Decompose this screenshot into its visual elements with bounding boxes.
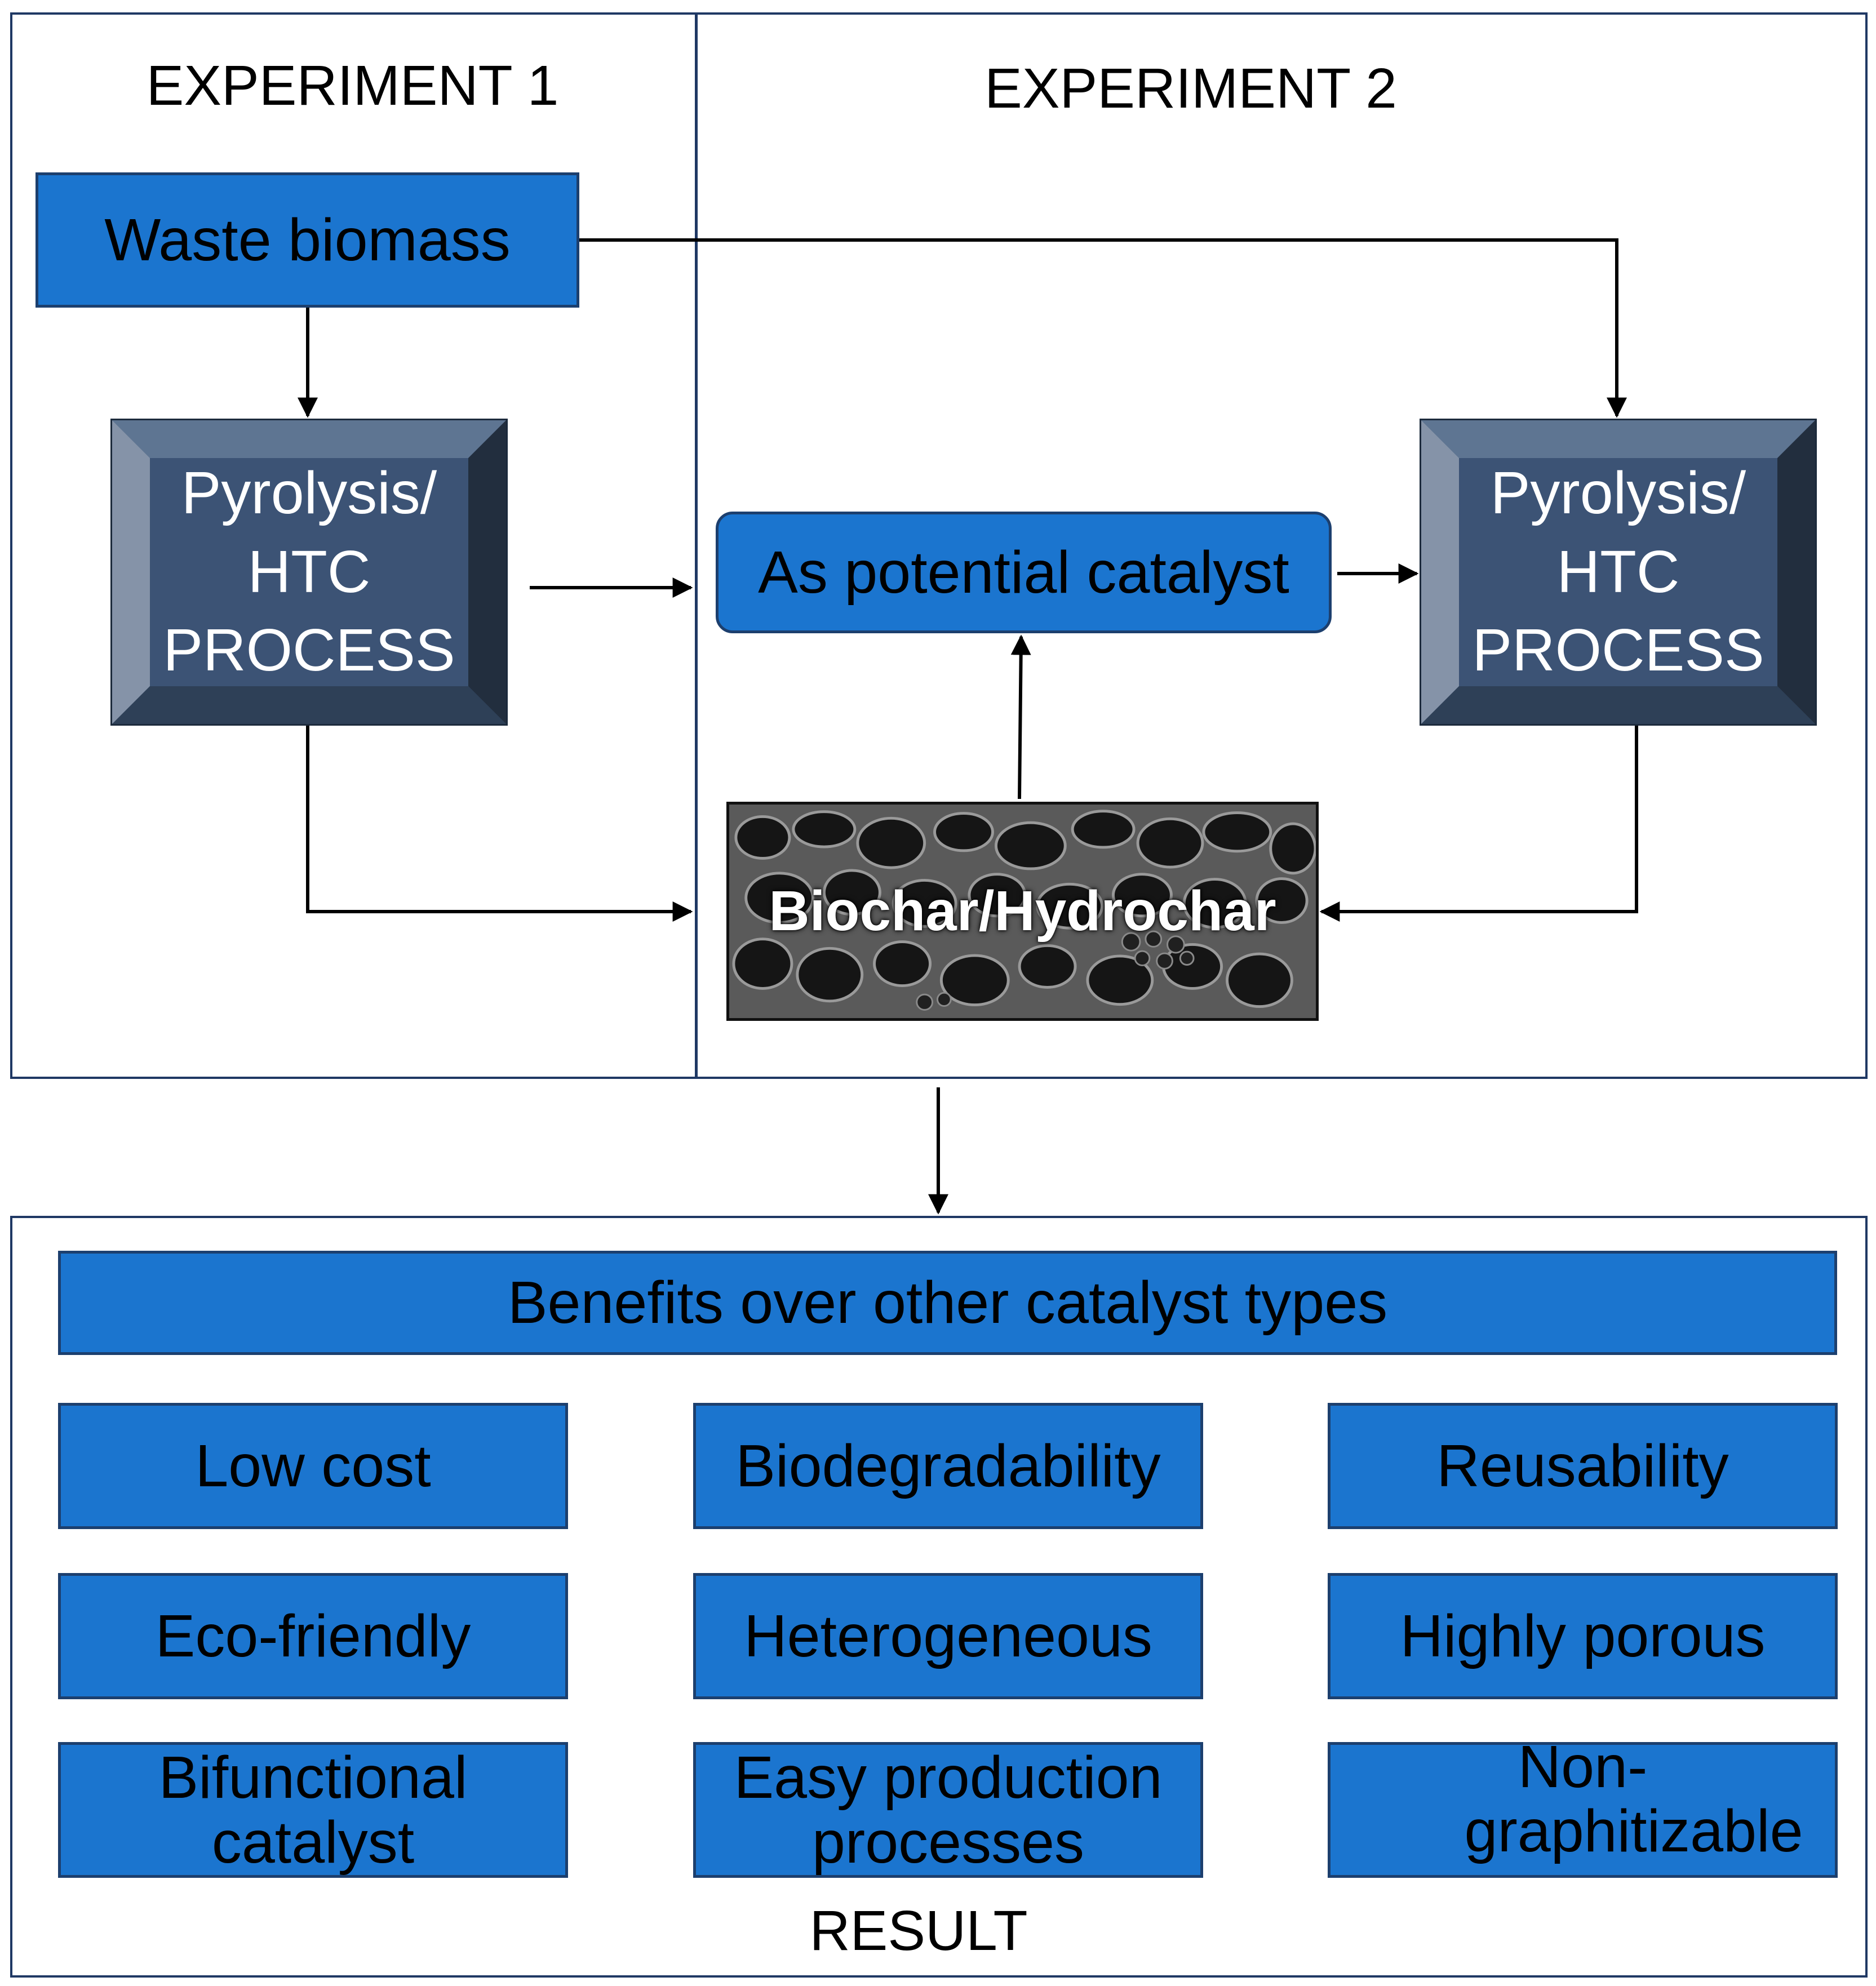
- experiment2-process-box: Pyrolysis/ HTC PROCESS: [1420, 419, 1817, 726]
- biochar-hydrochar-image: Biochar/Hydrochar: [726, 802, 1319, 1021]
- benefit-highly-porous: Highly porous: [1328, 1573, 1838, 1699]
- waste-biomass-box: Waste biomass: [36, 172, 579, 308]
- benefit-bifunctional-catalyst: Bifunctional catalyst: [58, 1742, 568, 1878]
- porous-texture-icon: [729, 805, 1316, 1018]
- experiment1-heading: EXPERIMENT 1: [146, 54, 559, 117]
- benefits-title-box: Benefits over other catalyst types: [58, 1251, 1837, 1355]
- experiment2-process-label: Pyrolysis/ HTC PROCESS: [1472, 459, 1764, 684]
- benefit-reusability: Reusability: [1328, 1403, 1838, 1529]
- experiment1-process-label: Pyrolysis/ HTC PROCESS: [163, 459, 455, 684]
- biochar-hydrochar-label: Biochar/Hydrochar: [769, 879, 1276, 943]
- result-label: RESULT: [809, 1899, 1028, 1962]
- arrow-char-to-catalyst: [1010, 634, 1031, 799]
- potential-catalyst-box: As potential catalyst: [716, 512, 1332, 633]
- benefit-heterogeneous: Heterogeneous: [693, 1573, 1203, 1699]
- arrow-biomass-to-process2: [579, 238, 1627, 418]
- benefit-biodegradability: Biodegradability: [693, 1403, 1203, 1529]
- benefit-easy-production: Easy production processes: [693, 1742, 1203, 1878]
- benefits-title: Benefits over other catalyst types: [507, 1269, 1388, 1336]
- arrow-process1-to-char: [306, 726, 693, 922]
- benefit-eco-friendly: Eco-friendly: [58, 1573, 568, 1699]
- arrow-process2-to-char: [1319, 726, 1638, 922]
- benefit-low-cost: Low cost: [58, 1403, 568, 1529]
- potential-catalyst-label: As potential catalyst: [758, 539, 1289, 606]
- waste-biomass-label: Waste biomass: [104, 206, 511, 273]
- benefit-non-graphitizable: Non-graphitizable: [1328, 1735, 1838, 1878]
- experiment1-process-box: Pyrolysis/ HTC PROCESS: [110, 419, 508, 726]
- experiment2-heading: EXPERIMENT 2: [984, 57, 1397, 120]
- experiment-divider: [695, 12, 698, 1079]
